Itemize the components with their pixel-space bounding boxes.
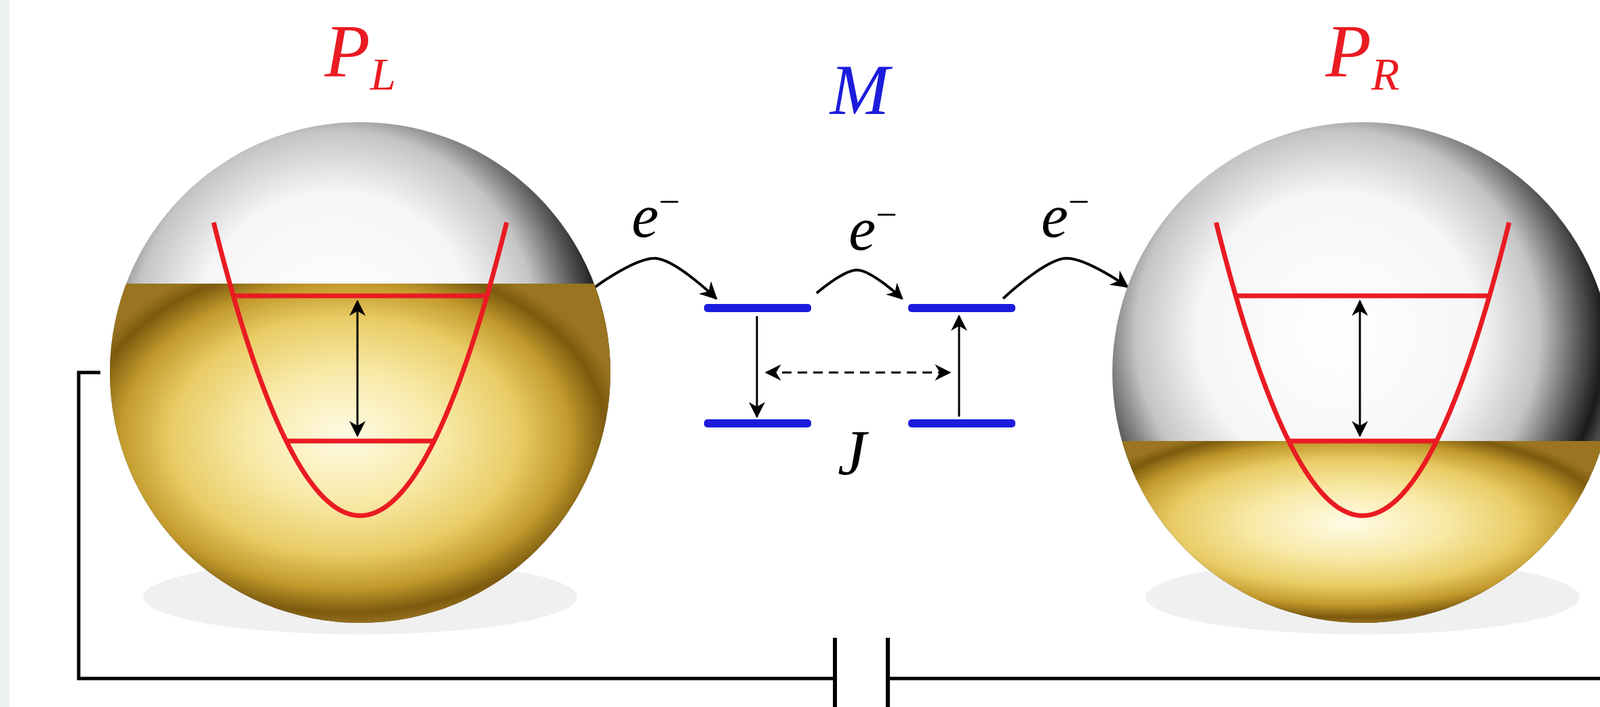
node-heading: PR	[1112, 13, 1600, 89]
vibrational-level	[1235, 293, 1490, 299]
fermi-sea	[1112, 440, 1600, 623]
electrode-sphere: PR	[1112, 122, 1600, 623]
node-heading: PL	[109, 13, 611, 89]
vibrational-level	[233, 293, 487, 299]
vibrational-level	[286, 438, 435, 444]
coupling-arrow	[766, 371, 950, 374]
electron-label: e−	[1041, 185, 1090, 247]
electron-transfer-arrow	[595, 258, 717, 299]
harmonic-potential	[1216, 222, 1510, 516]
battery-plate	[832, 637, 837, 707]
electron-label: e−	[631, 185, 680, 247]
electron-label: e−	[848, 198, 897, 260]
coupling-label: J	[837, 421, 867, 486]
fermi-sea	[109, 283, 611, 623]
deexcitation-arrow	[756, 316, 759, 417]
excitation-arrow	[958, 316, 961, 417]
electron-transfer-arrow	[1003, 258, 1128, 299]
sphere-body	[109, 122, 611, 623]
harmonic-potential	[213, 222, 507, 516]
vibrational-level	[1288, 438, 1437, 444]
circuit-wire	[887, 676, 1600, 681]
sphere-body	[1112, 122, 1600, 623]
battery-plate	[885, 637, 890, 707]
electron-hop	[816, 269, 903, 299]
vibrational-transition	[356, 301, 359, 436]
molecular-level	[908, 419, 1016, 428]
electrode-sphere: PL	[109, 122, 611, 623]
metal-sphere	[1112, 122, 1600, 623]
molecular-level	[908, 303, 1016, 312]
left-strip	[0, 0, 10, 707]
molecular-level	[704, 303, 812, 312]
metal-sphere	[109, 122, 611, 623]
node-heading: M	[704, 54, 1016, 126]
molecular-level	[704, 419, 812, 428]
vibrational-transition	[1359, 301, 1362, 436]
